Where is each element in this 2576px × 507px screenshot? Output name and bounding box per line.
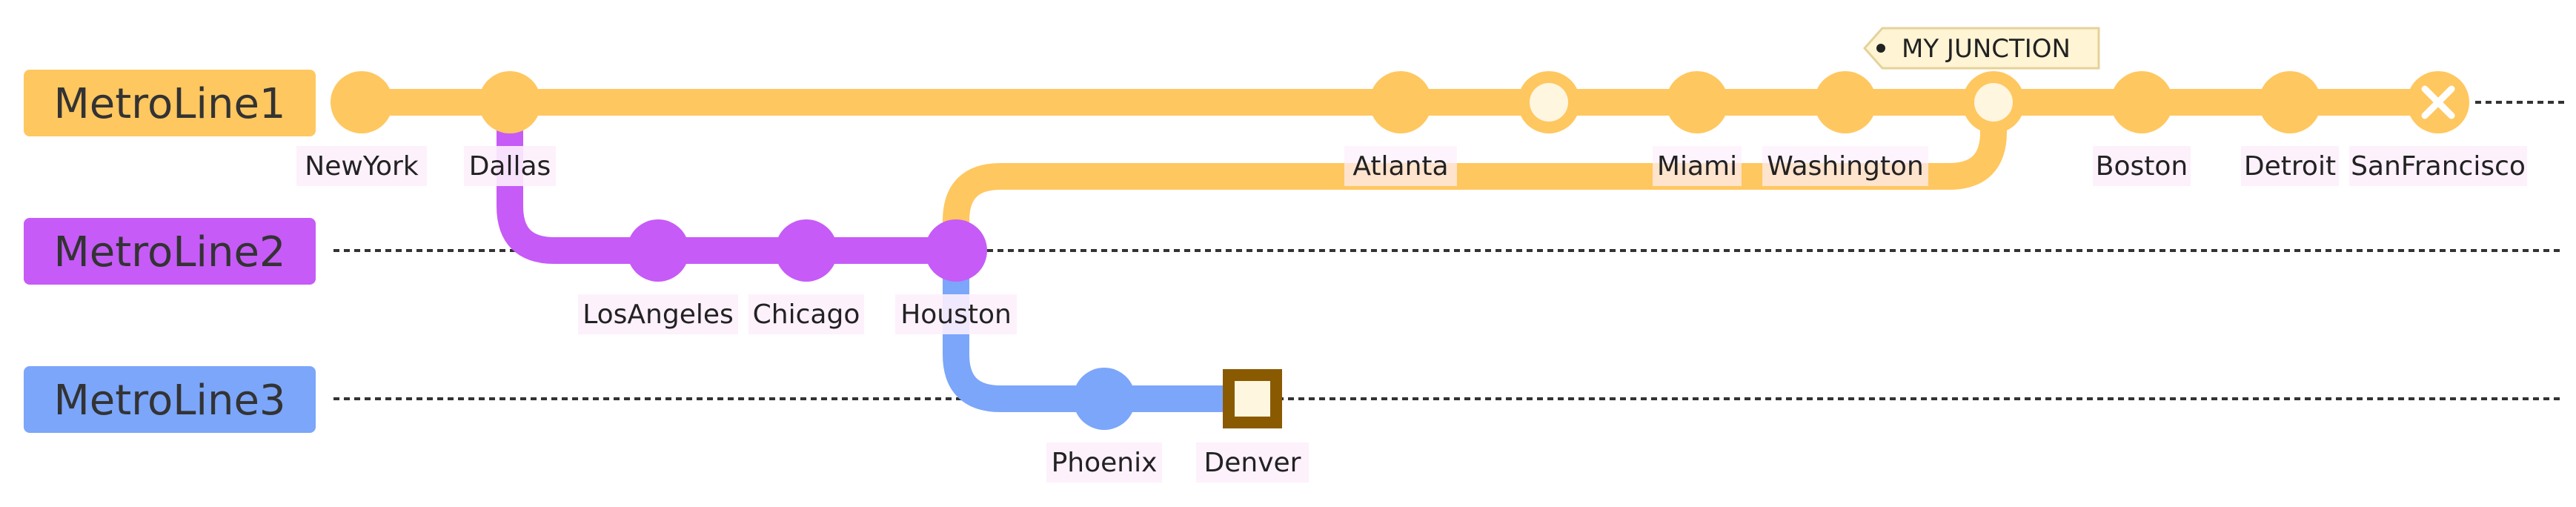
station-denver [1223,369,1282,428]
branch-name-line2: MetroLine2 [53,228,285,276]
station-newyork [331,71,393,133]
svg-text:Miami: Miami [1657,151,1737,182]
branch-name-line1: MetroLine1 [53,80,285,128]
line3-branch-curve [943,251,1252,412]
station-label-washington: Washington [1762,146,1928,186]
station-label-losangeles: LosAngeles [578,294,738,334]
station-label-chicago: Chicago [748,294,864,334]
station-chicago [775,219,837,282]
svg-text:NewYork: NewYork [305,151,419,182]
svg-text:Washington: Washington [1767,151,1924,182]
station-label-phoenix: Phoenix [1046,443,1162,483]
station-atlanta [1370,71,1432,133]
station-dallas [479,71,541,133]
station-label-miami: Miami [1653,146,1742,186]
line2-branch-curve [497,102,956,264]
station-label-sanfrancisco: SanFrancisco [2349,146,2527,186]
svg-text:Houston: Houston [900,299,1012,330]
branch-label-line2: MetroLine2 [24,218,316,285]
tag-my-junction: MY JUNCTION [1862,27,2100,70]
station-houston [925,219,987,282]
svg-text:Boston: Boston [2096,151,2188,182]
station-boston [2111,71,2173,133]
station-label-detroit: Detroit [2241,146,2339,186]
svg-text:Dallas: Dallas [469,151,551,182]
line1-merge-curve [943,102,2007,251]
station-losangeles [627,219,689,282]
station-label-houston: Houston [895,294,1017,334]
branch-label-line1: MetroLine1 [24,70,316,136]
station-phoenix [1073,368,1135,430]
svg-text:LosAngeles: LosAngeles [582,299,734,330]
svg-text:Atlanta: Atlanta [1352,151,1448,182]
tag-label: MY JUNCTION [1902,34,2071,64]
station-unnamed-reverse [1518,71,1580,133]
svg-text:Phoenix: Phoenix [1052,448,1158,478]
svg-text:Detroit: Detroit [2244,151,2336,182]
station-junction-merge [1962,71,2025,133]
svg-text:Chicago: Chicago [753,299,860,330]
station-label-denver: Denver [1196,443,1309,483]
branch-name-line3: MetroLine3 [53,377,285,425]
station-sanfrancisco-revert [2407,71,2469,133]
station-washington [1814,71,1876,133]
station-label-atlanta: Atlanta [1344,146,1457,186]
station-detroit [2259,71,2321,133]
branch-label-line3: MetroLine3 [24,366,316,433]
svg-text:Denver: Denver [1204,448,1301,478]
svg-text:SanFrancisco: SanFrancisco [2351,151,2526,182]
station-label-boston: Boston [2093,146,2191,186]
station-label-dallas: Dallas [464,146,556,186]
station-miami [1666,71,1728,133]
station-label-newyork: NewYork [296,146,427,186]
